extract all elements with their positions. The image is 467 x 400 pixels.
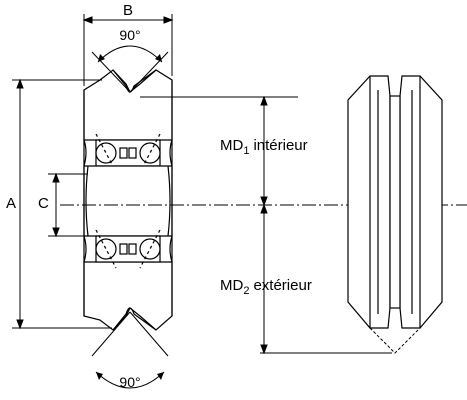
angle-top-label: 90° (119, 27, 140, 43)
lower-spacer-a (119, 243, 128, 255)
wheel-hub (389, 95, 401, 309)
outer-ring-bottom (83, 261, 173, 331)
lower-ball-left (95, 238, 117, 260)
upper-contact-lines (95, 133, 161, 173)
dimension-a (12, 78, 112, 330)
inner-ring-flanks (85, 165, 171, 237)
bearing-section-view (83, 69, 173, 331)
angle-bottom-label: 90° (119, 374, 140, 390)
lower-spacer-b (128, 243, 137, 255)
angle-bottom-arrow-right (157, 372, 164, 380)
angle-top-arrow-left (98, 54, 105, 62)
upper-spacer-a (119, 147, 128, 159)
dimension-b (82, 14, 174, 86)
lower-ball-right (139, 238, 161, 260)
bearing-outline (83, 80, 173, 316)
bottom-groove-notch (112, 307, 157, 331)
angle-top-marker (91, 45, 169, 93)
upper-spacer-b (128, 147, 137, 159)
dimension-c-label: C (38, 195, 49, 212)
upper-ball-right (139, 142, 161, 164)
wheel-right-rim (399, 75, 443, 329)
dimension-a-label: A (6, 195, 16, 212)
dimension-c (48, 172, 88, 238)
inner-ring-body (83, 165, 173, 237)
lower-contact-lines (95, 229, 161, 269)
angle-bottom-marker (91, 311, 169, 389)
wheel-left-rim (347, 75, 391, 329)
wheel-groove-projection (369, 327, 421, 354)
dimension-b-label: B (123, 2, 133, 19)
wheel-side-view (347, 75, 443, 329)
angle-bottom-arrow-left (96, 372, 103, 380)
angle-top-arrow-right (155, 54, 162, 62)
upper-ball-left (95, 142, 117, 164)
md-dimensions (140, 95, 392, 355)
